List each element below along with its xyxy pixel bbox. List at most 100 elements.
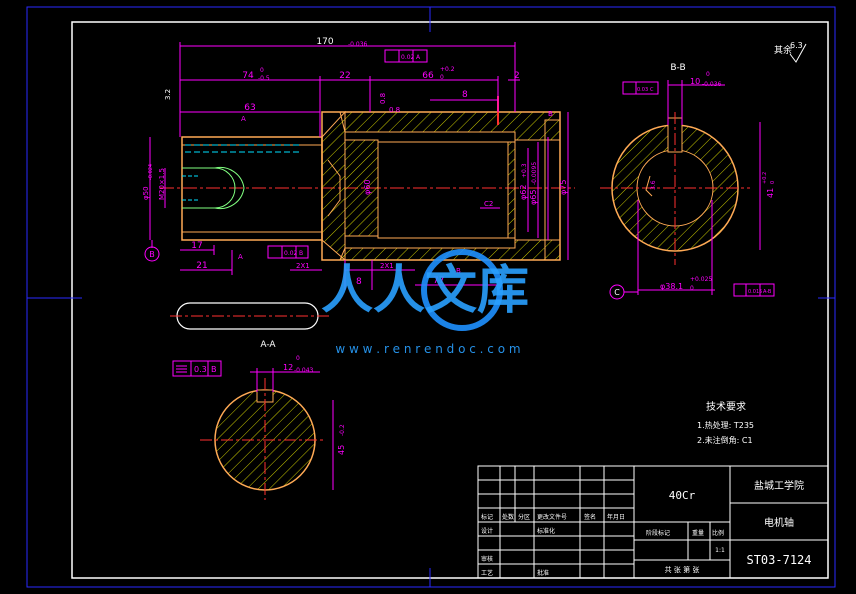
row-label-2: 分区 (518, 513, 530, 521)
dia-62: φ62 (519, 185, 528, 200)
main-view (160, 96, 575, 262)
corner-roughness-note: 其余 6.3 (774, 41, 807, 63)
aa-depth-tol: -0.2 (339, 424, 346, 436)
weight-label: 重量 (692, 529, 704, 537)
watermark: 人人文库 w w w . r e n r e n d o c . c o m (321, 249, 529, 356)
stage-mark-label: 阶段标记 (646, 529, 670, 537)
designer-label: 设计 (481, 527, 493, 535)
standardization-label: 标准化 (537, 527, 555, 535)
dim-74-tol-top: 0 (260, 67, 264, 74)
bb-bore: φ38.1 (660, 282, 683, 291)
dia-62-tol: +0.3 (521, 163, 528, 178)
bb-tol-frame-val: 0.015 (748, 289, 762, 295)
technical-requirements: 技术要求 1.热处理: T235 2.未注倒角: C1 (697, 400, 754, 445)
dim-77: 77 (433, 276, 444, 286)
aa-depth: 45 (337, 445, 346, 455)
material: 40Cr (669, 489, 696, 502)
corner-note-text: 其余 (774, 44, 792, 56)
process-label: 工艺 (481, 569, 493, 577)
bb-depth: 41 (766, 188, 775, 198)
bb-bore-tol-top: +0.025 (690, 276, 712, 283)
watermark-logo-ring (421, 249, 503, 331)
bb-depth-tol-top: +0.2 (762, 172, 768, 184)
dim-66-tol-top: +0.2 (440, 66, 455, 73)
section-b-bottom: B (456, 267, 461, 275)
dim-c2: C2 (484, 200, 493, 208)
tech-req-line2: 2.未注倒角: C1 (697, 435, 753, 445)
rough-08: 0.8 (379, 93, 387, 104)
section-bb-title: B-B (670, 63, 685, 73)
scale: 1:1 (715, 547, 725, 554)
dim-8: 8 (462, 90, 468, 100)
title-block-text: 40Cr 盐城工学院 电机轴 ST03-7124 1:1 标记 处数 分区 更改… (481, 479, 812, 577)
dim-63: 63 (244, 103, 255, 113)
aa-key-width: 12 (283, 363, 293, 372)
dim-22: 22 (339, 71, 350, 81)
row-label-1: 处数 (502, 513, 514, 521)
dim-74-tol: -0.5 (258, 75, 270, 82)
aa-key-width-tol: -0.043 (294, 367, 314, 374)
aa-tol-frame-val: 0.3 (194, 365, 207, 374)
tech-req-line1: 1.热处理: T235 (697, 420, 754, 430)
watermark-url: w w w . r e n r e n d o c . c o m (335, 342, 520, 356)
datum-b-label: B (149, 250, 155, 259)
bb-key-width-tol: -0.036 (702, 81, 722, 88)
bb-bore-tol-bot: 0 (690, 285, 694, 292)
dia-65: φ65 (529, 190, 538, 205)
tech-req-title: 技术要求 (706, 400, 746, 413)
tol-frame-left-val: 0.02 (284, 250, 298, 257)
section-aa-labels: 12 0 -0.043 45 -0.2 0.3 B (194, 355, 346, 455)
row-label-5: 年月日 (607, 513, 625, 521)
section-bb-view (600, 112, 750, 265)
dim-8b: 8 (356, 277, 362, 287)
main-view-dimensions (149, 42, 569, 290)
reviewer-label: 审核 (481, 555, 493, 563)
corner-note-value: 6.3 (790, 41, 803, 50)
row-label-0: 标记 (481, 513, 493, 521)
tol-frame-left-ref: B (299, 250, 303, 257)
rough-08b: 0.8 (389, 106, 400, 114)
section-a-top: A (241, 115, 246, 123)
dim-overall-tol: -0.036 (348, 41, 368, 48)
approve-label: 批准 (537, 569, 549, 577)
aa-tol-frame-ref: B (211, 365, 217, 374)
datum-b-marker: B (144, 240, 160, 262)
dim-2x1-b: 2X1 (380, 262, 394, 270)
sheet-label: 共 张 第 张 (665, 565, 700, 574)
dim-overall-length: 170 (316, 37, 333, 47)
dim-66-tol-bot: 0 (440, 74, 444, 81)
dia-60: φ60 (363, 180, 372, 195)
bb-sym-frame-val: 0.03 (637, 87, 648, 93)
section-aa-view: A-A (200, 340, 325, 500)
aa-key-width-tol-top: 0 (296, 355, 300, 362)
dia-75: φ75 (559, 180, 568, 195)
section-bb-labels: B-B 10 0 -0.036 41 +0.2 0 3.6 φ38.1 +0.0… (614, 63, 776, 297)
row-label-3: 更改文件号 (537, 513, 567, 521)
section-b-top: B (548, 110, 553, 118)
title-block (477, 465, 829, 579)
bb-depth-tol-bot: 0 (770, 181, 776, 184)
thread-m20: M20×1.5 (158, 168, 166, 200)
rough-32: 3.2 (164, 89, 172, 100)
row-label-4: 签名 (584, 513, 596, 521)
drawing-number: ST03-7124 (746, 553, 811, 567)
dim-2x1-a: 2X1 (296, 262, 310, 270)
section-bb-dimensions (609, 80, 775, 300)
dim-21: 21 (196, 261, 207, 271)
sheet-frame (26, 6, 836, 588)
dim-66: 66 (422, 71, 434, 81)
bb-sym-frame-ref: C (650, 87, 654, 93)
tol-frame-top-val: 0.02 (401, 54, 415, 61)
part-name: 电机轴 (764, 516, 794, 529)
dim-17: 17 (191, 241, 202, 251)
datum-c-label: C (614, 288, 620, 297)
section-a-bottom: A (238, 253, 243, 261)
dia-50: φ50 (142, 186, 150, 200)
bb-key-width: 10 (690, 77, 700, 86)
section-aa-dimensions (172, 360, 334, 490)
school-name: 盐城工学院 (754, 479, 804, 492)
dim-2: 2 (514, 71, 520, 81)
ratio-label: 比例 (712, 529, 724, 537)
key-slot-plan (170, 302, 330, 330)
